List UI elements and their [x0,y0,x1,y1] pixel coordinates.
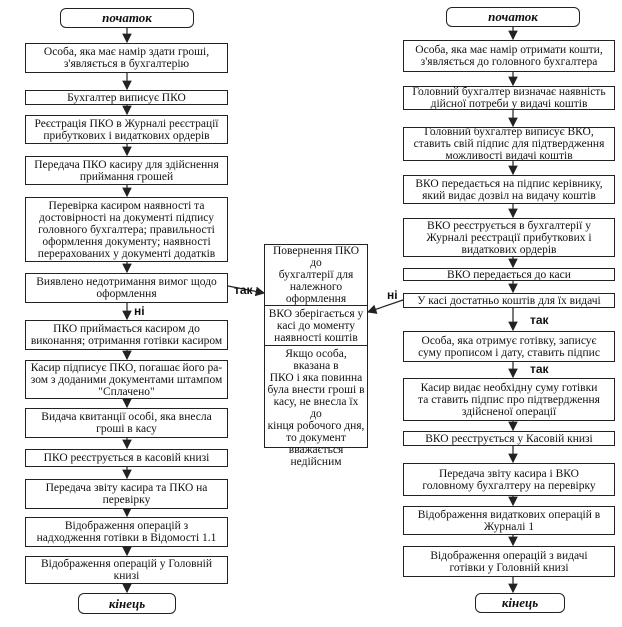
left-step-5: Перевірка касиром наявності та достовірн… [25,197,228,262]
right-no-label: ні [387,288,398,302]
right-step-7: Особа, яка отримує готівку, записує суму… [403,331,615,362]
left-step-6: ПКО приймається касиром до виконання; от… [25,320,228,350]
right-step-12: Відображення операцій з видачі готівки у… [403,546,615,577]
right-step-9: ВКО реєструється у Касовій книзі [403,431,615,446]
left-no-label: ні [134,304,145,318]
right-start-terminal: початок [446,7,580,27]
right-decision: У касі достатньо коштів для їх видачі [403,293,615,308]
left-step-10: Передача звіту касира та ПКО на перевірк… [25,479,228,509]
left-step-2: Бухгалтер виписує ПКО [25,90,228,105]
left-step-1: Особа, яка має намір здати гроші, з'явля… [25,43,228,73]
right-start-label: початок [488,9,538,24]
middle-invalid-note: Якщо особа, вказана в ПКО і яка повинна … [265,345,367,470]
right-step-8: Касир видає необхідну суму готівки та ст… [403,378,615,421]
right-yes-label-1: так [530,313,549,327]
right-step-11: Відображення видаткових операцій в Журна… [403,506,615,535]
left-step-3: Реєстрація ПКО в Журналі реєстрації приб… [25,115,228,144]
left-start-label: початок [102,10,152,25]
right-end-terminal: кінець [475,593,565,613]
right-step-1: Особа, яка має намір отримати кошти, з'я… [403,40,615,72]
middle-storage-note: ВКО зберігається у касі до моменту наявн… [265,305,367,345]
left-end-label: кінець [108,595,146,611]
right-step-5: ВКО реєструється в бухгалтерії у Журналі… [403,218,615,257]
left-yes-label: так [234,283,253,297]
left-step-11: Відображення операцій з надходження готі… [25,517,228,547]
left-end-terminal: кінець [78,593,176,614]
right-step-2: Головний бухгалтер визначає наявність ді… [403,86,615,110]
left-step-12: Відображення операцій у Головній книзі [25,556,228,584]
left-step-4: Передача ПКО касиру для здійснення прийм… [25,156,228,185]
left-start-terminal: початок [60,8,194,28]
right-end-label: кінець [501,595,539,610]
left-step-9: ПКО реєструється в касовій книзі [25,449,228,467]
middle-notes-box: Повернення ПКО до бухгалтерії для належн… [264,244,368,468]
right-yes-label-2: так [530,362,549,376]
middle-return-note: Повернення ПКО до бухгалтерії для належн… [273,245,359,305]
left-step-8: Видача квитанції особі, яка внесла гроші… [25,408,228,438]
left-decision: Виявлено недотримання вимог щодо оформле… [25,273,228,303]
right-step-4: ВКО передається на підпис керівнику, яки… [403,175,615,204]
right-step-6: ВКО передається до каси [403,268,615,281]
left-step-7: Касир підписує ПКО, погашає його ра- зом… [25,360,228,399]
right-step-3: Головний бухгалтер виписує ВКО, ставить … [403,127,615,161]
right-step-10: Передача звіту касира і ВКО головному бу… [403,463,615,496]
